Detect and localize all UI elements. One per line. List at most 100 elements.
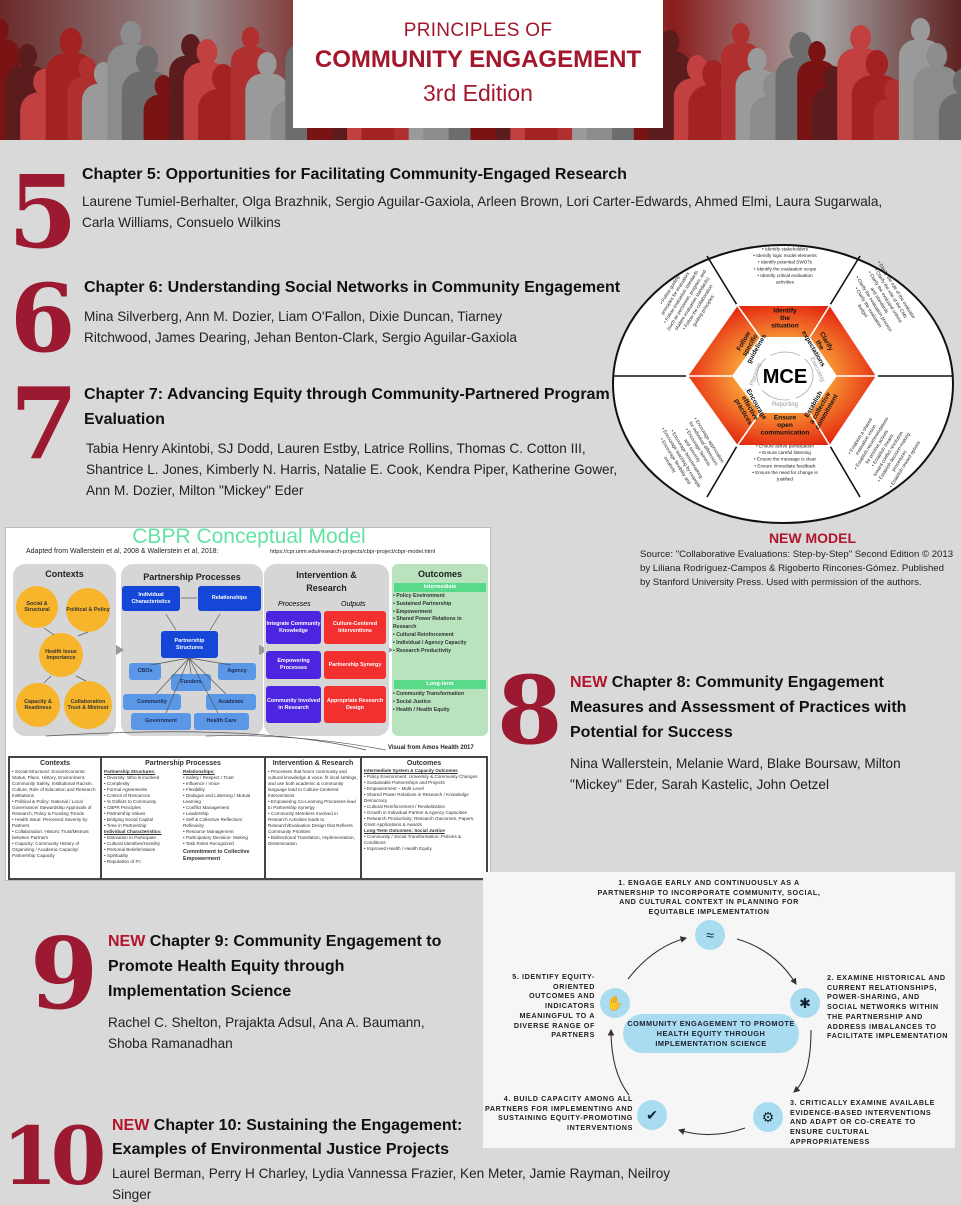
central-goal: COMMUNITY ENGAGEMENT TO PROMOTE HEALTH E…	[623, 1014, 799, 1053]
intervention-output-box: Culture-Centered Interventions	[324, 611, 386, 644]
col-title: Partnership Processes	[145, 760, 221, 767]
list-item: • Sustained Partnership	[393, 600, 452, 607]
list-item: • Partnership Values	[104, 810, 146, 816]
panel-title: Outcomes	[417, 569, 462, 579]
longterm-outcomes-list: • Community Transformation• Social Justi…	[393, 691, 486, 714]
list-item: • Policy Environment	[393, 593, 445, 599]
list-item: • Empowering Co-Learning Processes lead …	[268, 798, 356, 810]
chapter-title: NEW Chapter 9: Community Engagement to P…	[108, 929, 468, 1004]
list-item: • Formal Agreements	[104, 787, 147, 792]
title-line: Evaluation	[84, 411, 165, 428]
processes-label: Processes	[278, 601, 311, 608]
cbpr-adapted-from: Adapted from Wallerstein et al, 2008 & W…	[26, 548, 219, 555]
list-item: • Social-Structural: Social-Economic Sta…	[12, 769, 96, 798]
authors-line: Shantrice L. Jones, Kimberly N. Harris, …	[86, 462, 618, 477]
segment-bullet: • Ensure the message is clear	[754, 457, 817, 462]
title-line: Measures and Assessment of Practices wit…	[570, 699, 907, 716]
title-line: Potential for Success	[570, 724, 733, 741]
panel-title: Intervention & Research	[296, 570, 357, 593]
segment-bullet: • Identify critical evaluation	[757, 273, 813, 278]
list-item: • Collaboration: Historic Trust/Mistrust…	[12, 828, 89, 840]
chapter-title: NEW Chapter 10: Sustaining the Engagemen…	[112, 1114, 712, 1162]
segment-bullet: justified	[776, 477, 793, 482]
intervention-process-box: Empowering Processes	[266, 651, 321, 679]
chapter-authors: Mina Silverberg, Ann M. Dozier, Liam O'F…	[84, 306, 644, 348]
segment-bullet: activities	[776, 280, 795, 285]
segment-label-line: situation	[771, 323, 798, 330]
chapter-title: Chapter 7: Advancing Equity through Comm…	[84, 382, 624, 432]
list-item: • Shared Power Relations in Research / K…	[364, 791, 469, 803]
title-line: Chapter 7: Advancing Equity through Comm…	[84, 386, 610, 403]
hand-heart-icon: ✋	[600, 988, 630, 1018]
segment-bullet: • Ensure careful listening	[759, 450, 811, 455]
new-badge: NEW	[112, 1117, 150, 1134]
mce-inner-hexagon	[732, 337, 837, 413]
outcomes-panel: Outcomes	[392, 564, 488, 736]
relationships-column: Relationships: • Safety / Respect / Trus…	[183, 769, 262, 865]
title-text: Chapter 10: Sustaining the Engagement:	[153, 1117, 463, 1134]
context-circle: Collaboration Trust & Mistrust	[64, 681, 112, 729]
person-silhouette	[938, 68, 961, 140]
list-item: • Research Productivity: Research Outcom…	[364, 815, 475, 827]
chapter-number-8: 8	[497, 656, 563, 766]
list-item: • Reputation of P.I.	[104, 858, 142, 864]
intermediate-header: Intermediate	[394, 583, 486, 592]
col-title: Contexts	[40, 760, 70, 767]
chapter-10: NEW Chapter 10: Sustaining the Engagemen…	[112, 1114, 712, 1205]
segment-bullet: • Identify stakeholders	[762, 247, 809, 252]
chapter-6: Chapter 6: Understanding Social Networks…	[84, 275, 644, 348]
title-line: NEW Chapter 8: Community Engagement	[570, 670, 950, 695]
title-line: Promote Health Equity through	[108, 958, 345, 975]
list-item: • Shared Power Relations in Research	[393, 616, 462, 631]
intermediate-outcomes-list: • Policy Environment• Sustained Partners…	[393, 593, 486, 655]
authors-line: Tabia Henry Akintobi, SJ Dodd, Lauren Es…	[86, 441, 586, 456]
title-box: PRINCIPLES OF COMMUNITY ENGAGEMENT 3rd E…	[293, 0, 663, 128]
segment-label-line: communication	[761, 430, 810, 437]
segment-bullet: • Ensure immediate feedback	[754, 463, 816, 468]
step-5-text: 5. IDENTIFY EQUITY-ORIENTED OUTCOMES AND…	[512, 972, 595, 1040]
mce-dividers	[613, 255, 953, 498]
longterm-label: Long-Term Outcomes: Social Justice	[364, 827, 445, 833]
growth-icon: ✔	[637, 1100, 667, 1130]
list-item: • Bidirectional Translation, Implementat…	[268, 834, 355, 846]
partnership-box: Agency	[218, 663, 256, 680]
list-item: • Dialogue and Listening / Mutual Learni…	[183, 792, 251, 804]
panel-title: Partnership Processes	[143, 572, 241, 582]
step-2-text: 2. EXAMINE HISTORICAL AND CURRENT RELATI…	[827, 973, 949, 1041]
cbpr-title: CBPR Conceptual Model	[132, 527, 366, 548]
list-item: • Leadership	[183, 810, 209, 816]
list-item: • Community / Social Transformation: Pol…	[364, 833, 462, 845]
list-item: • Processes that honor community and cul…	[268, 769, 358, 798]
chapter-authors: Tabia Henry Akintobi, SJ Dodd, Lauren Es…	[86, 438, 624, 501]
step-3-text: 3. CRITICALLY EXAMINE AVAILABLE EVIDENCE…	[790, 1098, 936, 1146]
partnership-box: Community	[123, 694, 181, 710]
authors-line: Ritchwood, James Dearing, Jehan Benton-C…	[84, 330, 517, 345]
list-item: • Political & Policy: National / Local G…	[12, 798, 92, 816]
network-icon: ✱	[790, 988, 820, 1018]
segment-label-line: the	[780, 315, 790, 322]
segment-label-line: the	[814, 339, 825, 351]
partnership-box: Academic	[206, 694, 256, 710]
intervention-process-box: Community Involved in Research	[266, 686, 321, 723]
segment-bullet: • Ensure active participation	[756, 444, 814, 449]
structures-label: Partnership Structures:	[104, 769, 156, 775]
col-title: Outcomes	[406, 760, 442, 767]
list-item: • Cultural Identities/Humility	[104, 840, 160, 846]
list-item: • Spirituality	[104, 852, 129, 858]
list-item: • Influence / Voice	[183, 781, 220, 787]
chapter-5: Chapter 5: Opportunities for Facilitatin…	[82, 162, 942, 233]
list-item: • Growth in Individual Partner & Agency …	[364, 809, 467, 815]
list-item: • Improved Health / Health Equity	[364, 845, 432, 851]
structures-items: • Diversity: Who is involved• Complexity…	[104, 775, 183, 829]
segment-label-line: Ensure	[774, 415, 797, 422]
list-item: • Participatory Decision- Making	[183, 834, 248, 840]
list-item: • Motivation to Participate	[104, 834, 156, 840]
table-col-partnership: Partnership Processes Partnership Struct…	[102, 758, 266, 878]
list-item: • Research Productivity	[393, 647, 452, 654]
chapter-number-5: 5	[8, 153, 78, 271]
list-item: • Bridging Social Capital	[104, 816, 154, 822]
title-line: NEW Chapter 10: Sustaining the Engagemen…	[112, 1114, 712, 1138]
intermediate-label: Intermediate System & Capacity Outcomes	[364, 768, 458, 774]
commitment-label: Commitment to Collective Empowerment	[183, 848, 250, 862]
chapter-title: NEW Chapter 8: Community Engagement Meas…	[570, 670, 950, 745]
